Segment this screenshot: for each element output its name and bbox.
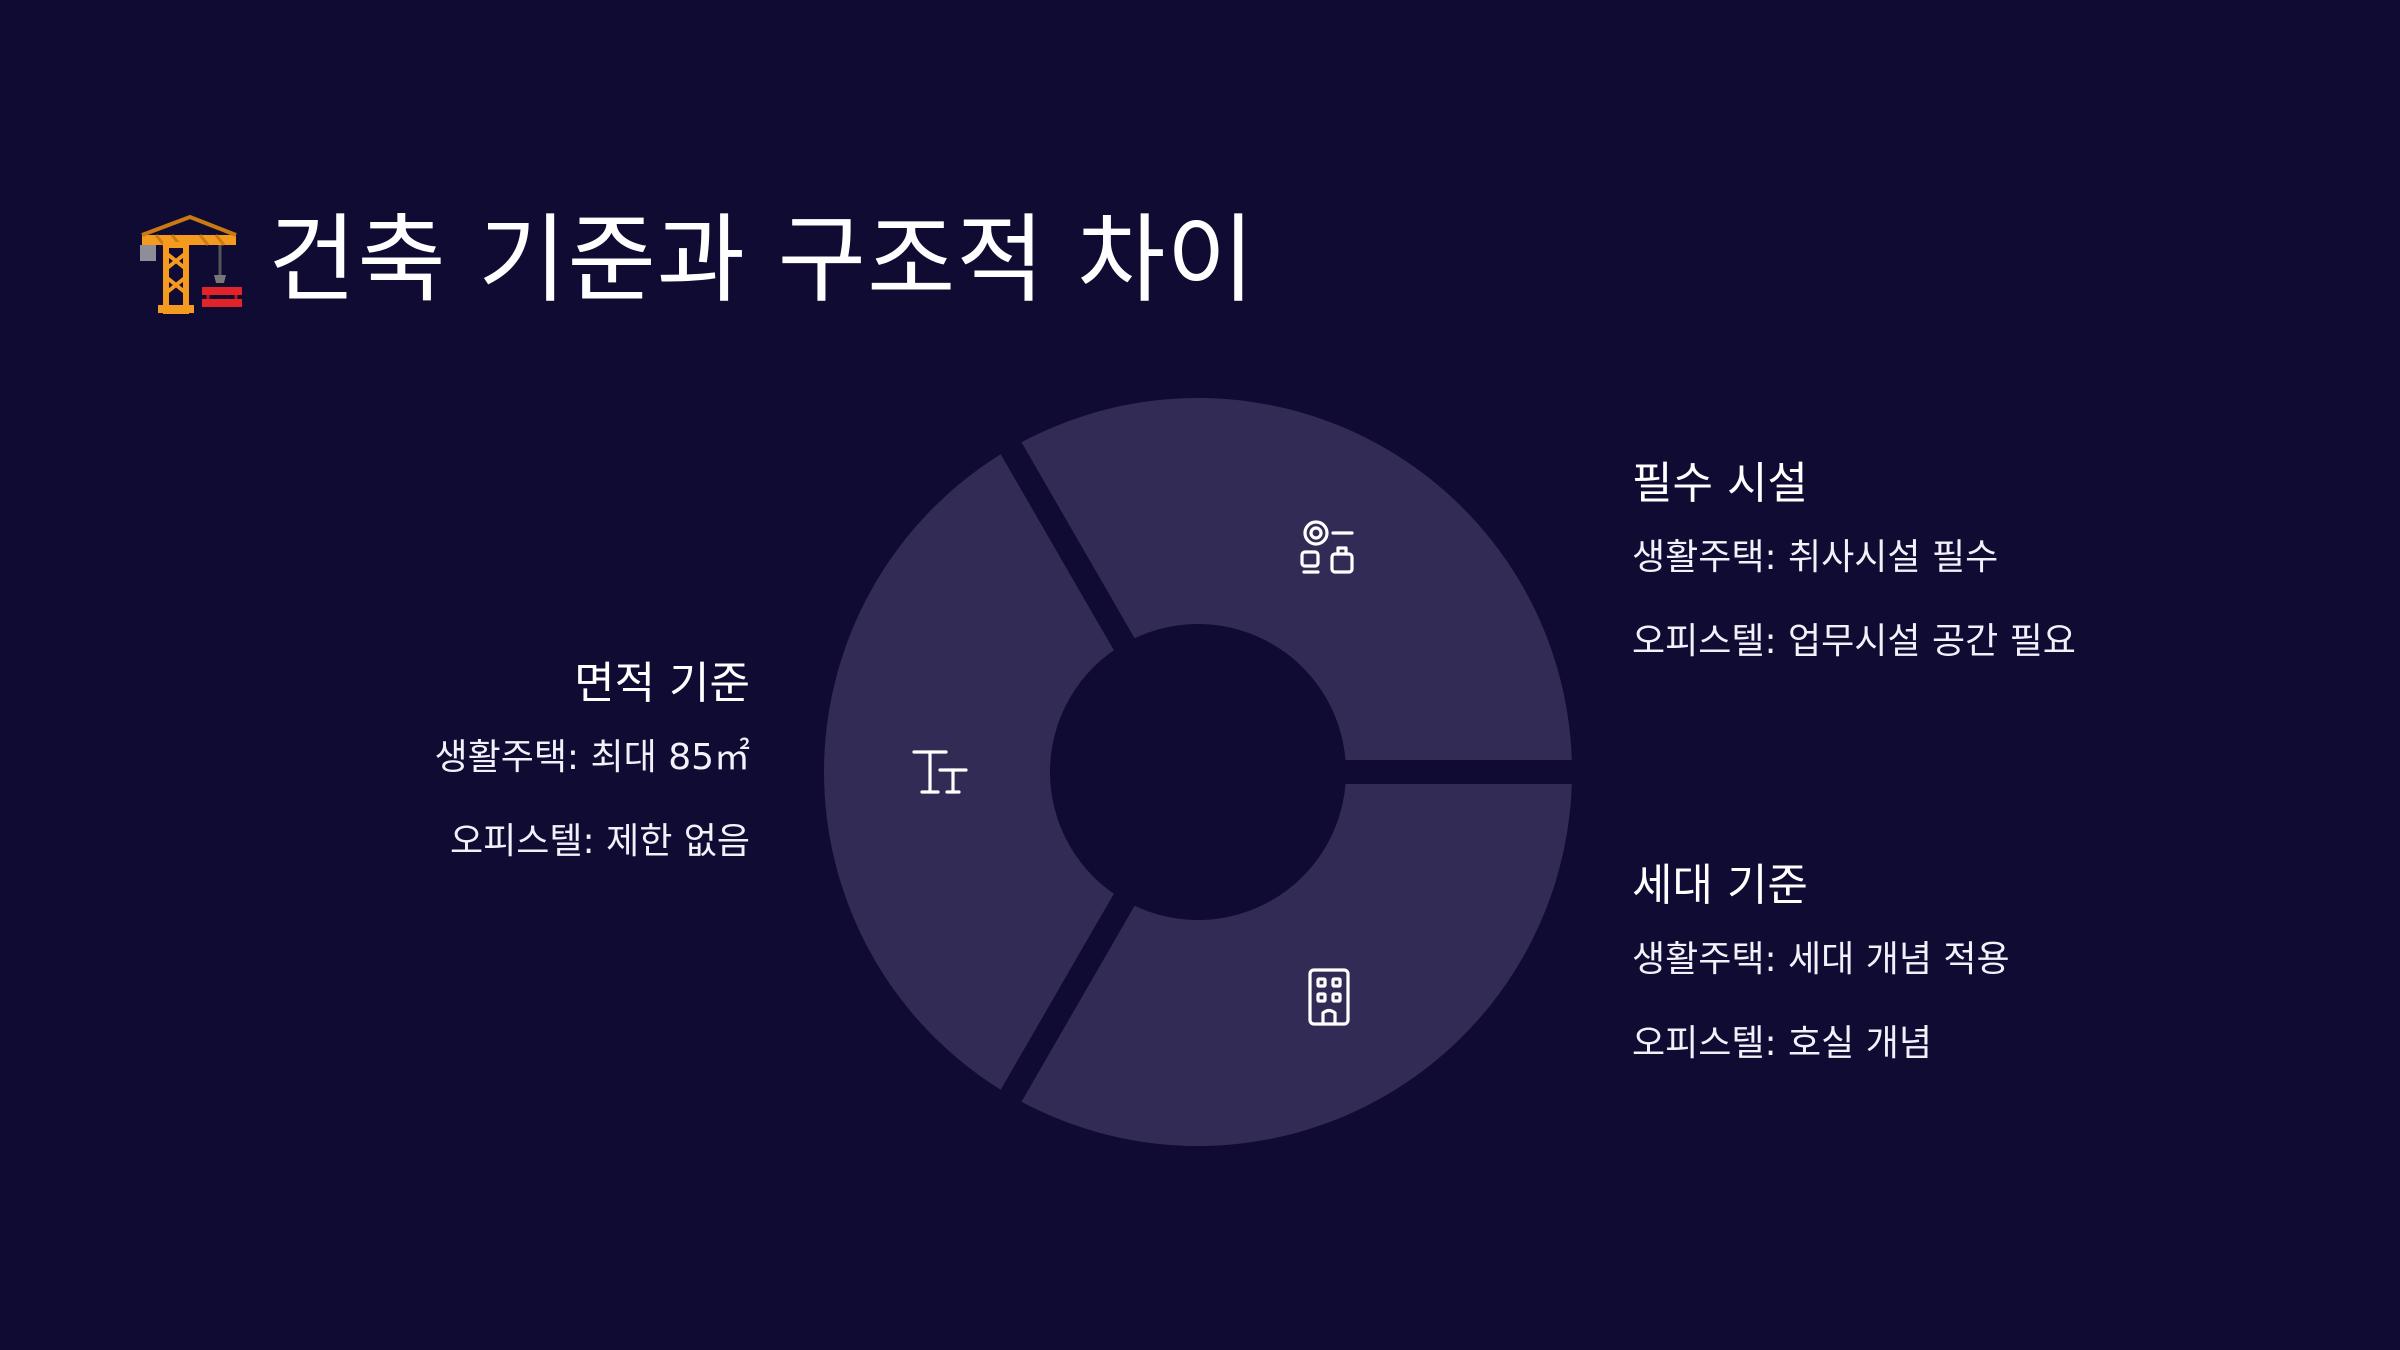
- households-block: 세대 기준 생활주택: 세대 개념 적용 오피스텔: 호실 개념: [1632, 858, 2152, 1104]
- households-line-1: 생활주택: 세대 개념 적용: [1632, 939, 2010, 980]
- segment-households: [1021, 783, 1572, 1146]
- area-line-2: 오피스텔: 제한 없음: [450, 821, 750, 862]
- building-icon: [1308, 968, 1350, 1026]
- area-block: 면적 기준 생활주택: 최대 85㎡ 오피스텔: 제한 없음: [230, 656, 750, 902]
- facilities-title: 필수 시설: [1632, 458, 1808, 509]
- page-title: 건축 기준과 구조적 차이: [268, 204, 1256, 316]
- text-size-icon: [912, 750, 968, 794]
- kitchen-facility-icon: [1300, 520, 1354, 574]
- area-title: 면적 기준: [574, 658, 750, 709]
- facilities-line-1: 생활주택: 취사시설 필수: [1632, 537, 1999, 578]
- facilities-block: 필수 시설 생활주택: 취사시설 필수 오피스텔: 업무시설 공간 필요: [1632, 456, 2152, 702]
- households-title: 세대 기준: [1632, 860, 1808, 911]
- slide-title: 건축 기준과 구조적 차이: [136, 200, 1256, 320]
- area-line-1: 생활주택: 최대 85㎡: [434, 737, 750, 778]
- households-line-2: 오피스텔: 호실 개념: [1632, 1023, 1932, 1064]
- facilities-line-2: 오피스텔: 업무시설 공간 필요: [1632, 621, 2076, 662]
- segment-area: [824, 454, 1114, 1090]
- segment-facilities: [1021, 398, 1572, 761]
- construction-crane-icon: [140, 214, 242, 314]
